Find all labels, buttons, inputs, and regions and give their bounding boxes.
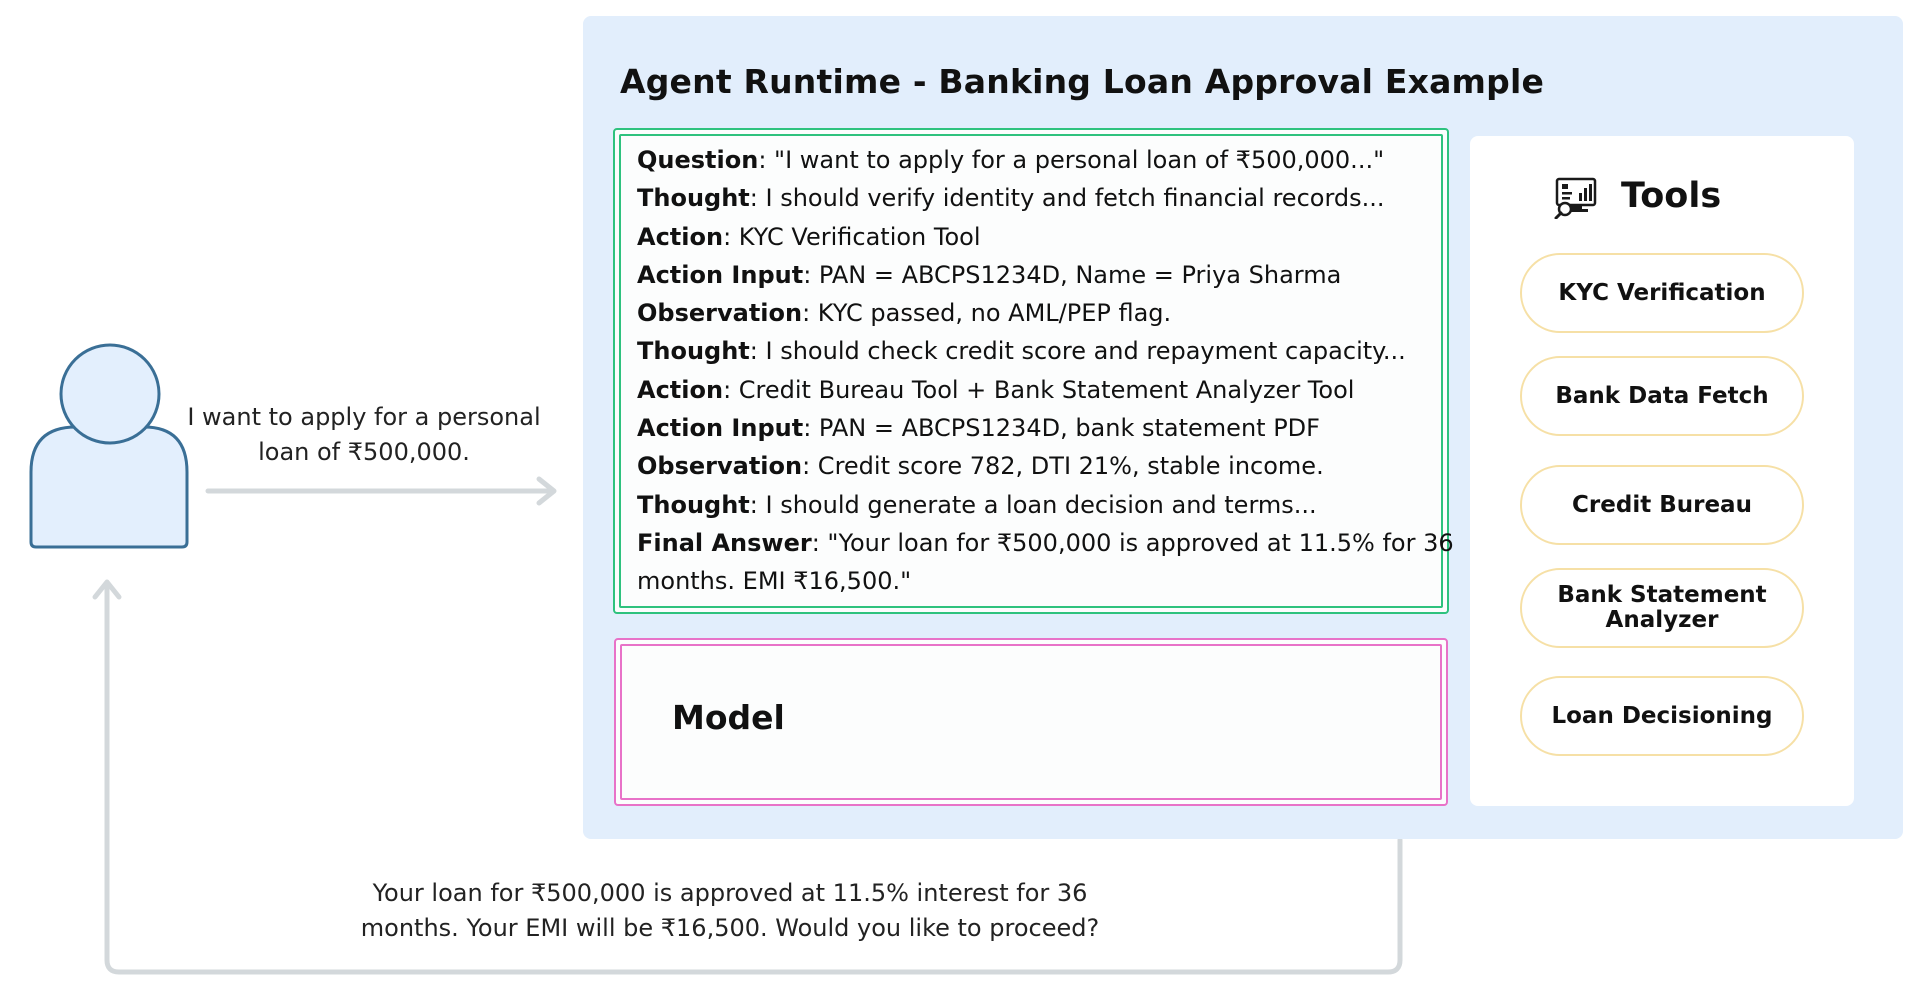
trace-key: Thought xyxy=(637,184,750,213)
trace-line: Action: KYC Verification Tool xyxy=(637,218,1431,256)
trace-text: : Credit Bureau Tool + Bank Statement An… xyxy=(723,375,1355,404)
model-inner-border xyxy=(620,644,1442,800)
trace-key: Action xyxy=(637,222,724,251)
trace-line: Thought: I should verify identity and fe… xyxy=(637,179,1431,217)
trace-line: Observation: Credit score 782, DTI 21%, … xyxy=(637,447,1431,485)
trace-lines: Question: "I want to apply for a persona… xyxy=(637,141,1454,601)
trace-text: : PAN = ABCPS1234D, bank statement PDF xyxy=(803,414,1320,443)
user-avatar-icon xyxy=(29,343,189,549)
trace-text-continuation: months. EMI ₹16,500." xyxy=(637,567,912,596)
trace-text: : Credit score 782, DTI 21%, stable inco… xyxy=(802,452,1324,481)
trace-text: : I should check credit score and repaym… xyxy=(749,337,1406,366)
trace-text: : KYC passed, no AML/PEP flag. xyxy=(802,299,1172,328)
trace-key: Final Answer xyxy=(637,528,812,557)
trace-text: : I should verify identity and fetch fin… xyxy=(749,184,1385,213)
trace-key: Observation xyxy=(637,299,803,328)
trace-key: Observation xyxy=(637,452,803,481)
trace-line: Final Answer: "Your loan for ₹500,000 is… xyxy=(637,524,1454,562)
agent-response-text: Your loan for ₹500,000 is approved at 11… xyxy=(360,879,1100,942)
trace-key: Action xyxy=(637,375,724,404)
trace-key: Action Input xyxy=(637,414,804,443)
reasoning-trace-box: Question: "I want to apply for a persona… xyxy=(613,128,1454,614)
runtime-title: Agent Runtime - Banking Loan Approval Ex… xyxy=(620,62,1545,101)
tool-loan-decisioning: Loan Decisioning xyxy=(1520,676,1804,756)
model-label: Model xyxy=(672,698,785,737)
trace-line: Action Input: PAN = ABCPS1234D, Name = P… xyxy=(637,256,1431,294)
trace-line: Question: "I want to apply for a persona… xyxy=(637,141,1431,179)
tool-kyc-verification: KYC Verification xyxy=(1520,253,1804,333)
model-box xyxy=(614,638,1448,806)
tool-bank-statement-analyzer: Bank Statement Analyzer xyxy=(1520,568,1804,648)
trace-key: Thought xyxy=(637,337,750,366)
tools-header: Tools xyxy=(1553,172,1721,220)
trace-text: : "I want to apply for a personal loan o… xyxy=(758,146,1385,174)
tool-credit-bureau: Credit Bureau xyxy=(1520,465,1804,545)
tool-label: Bank Data Fetch xyxy=(1555,382,1769,409)
response-arrow xyxy=(104,581,1403,975)
request-arrowhead xyxy=(536,476,557,506)
trace-line: Thought: I should generate a loan decisi… xyxy=(637,486,1431,524)
trace-inner-border xyxy=(619,134,1443,608)
trace-text: : I should generate a loan decision and … xyxy=(749,490,1317,519)
tool-label: Loan Decisioning xyxy=(1551,702,1773,729)
tool-label: Bank Statement Analyzer xyxy=(1557,582,1767,633)
trace-key: Thought xyxy=(637,490,750,519)
trace-text: : "Your loan for ₹500,000 is approved at… xyxy=(811,528,1454,557)
trace-line: Action: Credit Bureau Tool + Bank Statem… xyxy=(637,371,1431,409)
trace-text: : PAN = ABCPS1234D, Name = Priya Sharma xyxy=(803,260,1342,289)
tools-title: Tools xyxy=(1621,176,1722,216)
response-arrowhead xyxy=(92,579,122,600)
trace-line: Action Input: PAN = ABCPS1234D, bank sta… xyxy=(637,409,1431,447)
tool-label: Credit Bureau xyxy=(1572,491,1752,518)
user-request-text: I want to apply for a personal loan of ₹… xyxy=(187,403,541,466)
trace-line: Observation: KYC passed, no AML/PEP flag… xyxy=(637,294,1431,332)
trace-key: Question xyxy=(637,146,759,174)
analytics-monitor-icon xyxy=(1554,177,1597,219)
trace-text: : KYC Verification Tool xyxy=(723,222,981,251)
tool-label: KYC Verification xyxy=(1558,279,1766,306)
trace-key: Action Input xyxy=(637,260,804,289)
trace-line: Thought: I should check credit score and… xyxy=(637,332,1431,370)
tool-bank-data-fetch: Bank Data Fetch xyxy=(1520,356,1804,436)
